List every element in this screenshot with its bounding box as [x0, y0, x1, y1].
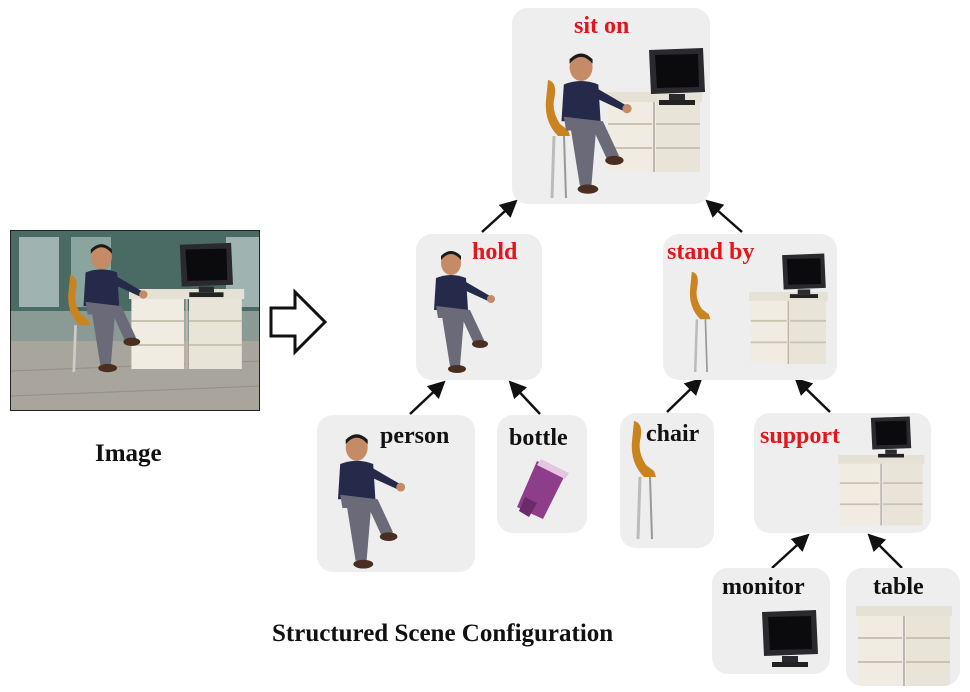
arrow-monitor-to-support: [771, 533, 810, 569]
output-caption: Structured Scene Configuration: [272, 620, 614, 647]
arrow-hold-to-sit-on: [481, 199, 518, 233]
relation-label-sit-on: sit on: [574, 13, 630, 39]
relation-label-support: support: [760, 423, 841, 449]
input-image-caption: Image: [95, 440, 162, 467]
object-label-bottle: bottle: [509, 425, 568, 451]
arrow-bottle-to-hold: [508, 380, 541, 415]
hollow-arrow-icon: [269, 288, 328, 356]
node-stand-by: stand by: [663, 234, 837, 380]
node-bottle: bottle: [497, 415, 587, 533]
arrow-person-to-hold: [409, 380, 446, 415]
node-support: support: [754, 413, 931, 533]
node-chair: chair: [620, 413, 714, 548]
relation-label-hold: hold: [472, 239, 518, 265]
arrow-support-to-stand-by: [794, 377, 831, 413]
node-monitor: monitor: [712, 568, 830, 674]
node-sit-on: sit on: [512, 8, 710, 204]
input-photo: [10, 230, 260, 411]
scene-photo-illustration: [11, 231, 259, 410]
object-label-monitor: monitor: [722, 574, 805, 600]
arrow-stand-by-to-sit-on: [705, 199, 743, 233]
arrow-table-to-support: [867, 533, 903, 569]
arrow-chair-to-stand-by: [666, 377, 703, 413]
node-hold: hold: [416, 234, 542, 380]
node-person: person: [317, 415, 475, 572]
node-table: table: [846, 568, 960, 686]
relation-label-stand-by: stand by: [667, 239, 755, 265]
object-label-person: person: [380, 423, 450, 449]
object-label-chair: chair: [646, 421, 700, 447]
object-label-table: table: [873, 574, 924, 600]
